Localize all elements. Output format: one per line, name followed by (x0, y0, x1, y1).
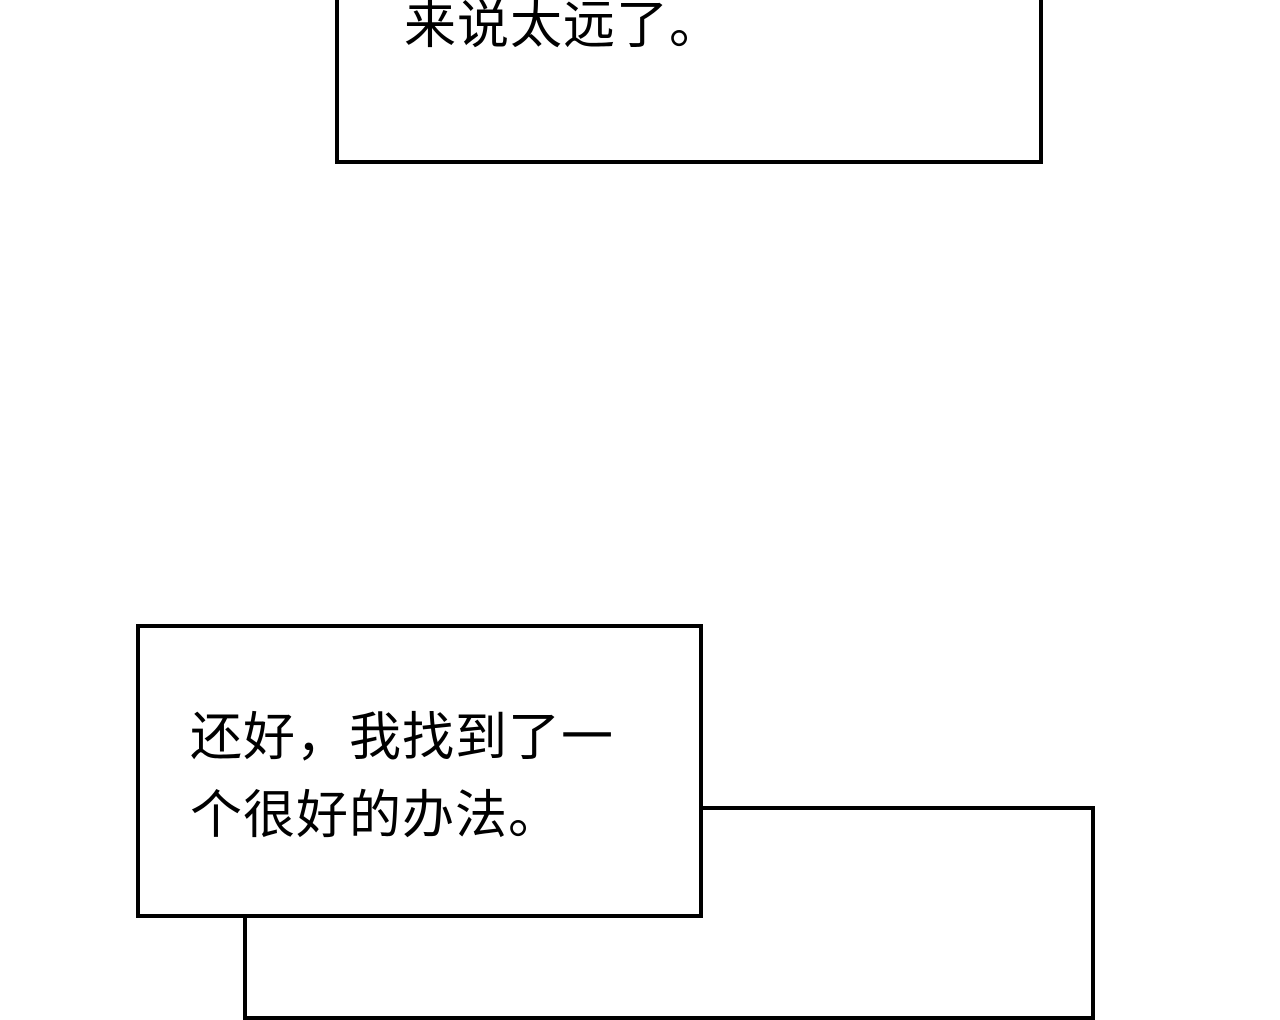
caption-text-top: 来说太远了。 (404, 0, 723, 56)
caption-text-middle-line1: 还好，我找到了一 (190, 708, 615, 768)
caption-box-middle (136, 624, 703, 918)
caption-text-middle-line2: 个很好的办法。 (190, 786, 562, 846)
caption-box-top (335, 0, 1043, 164)
